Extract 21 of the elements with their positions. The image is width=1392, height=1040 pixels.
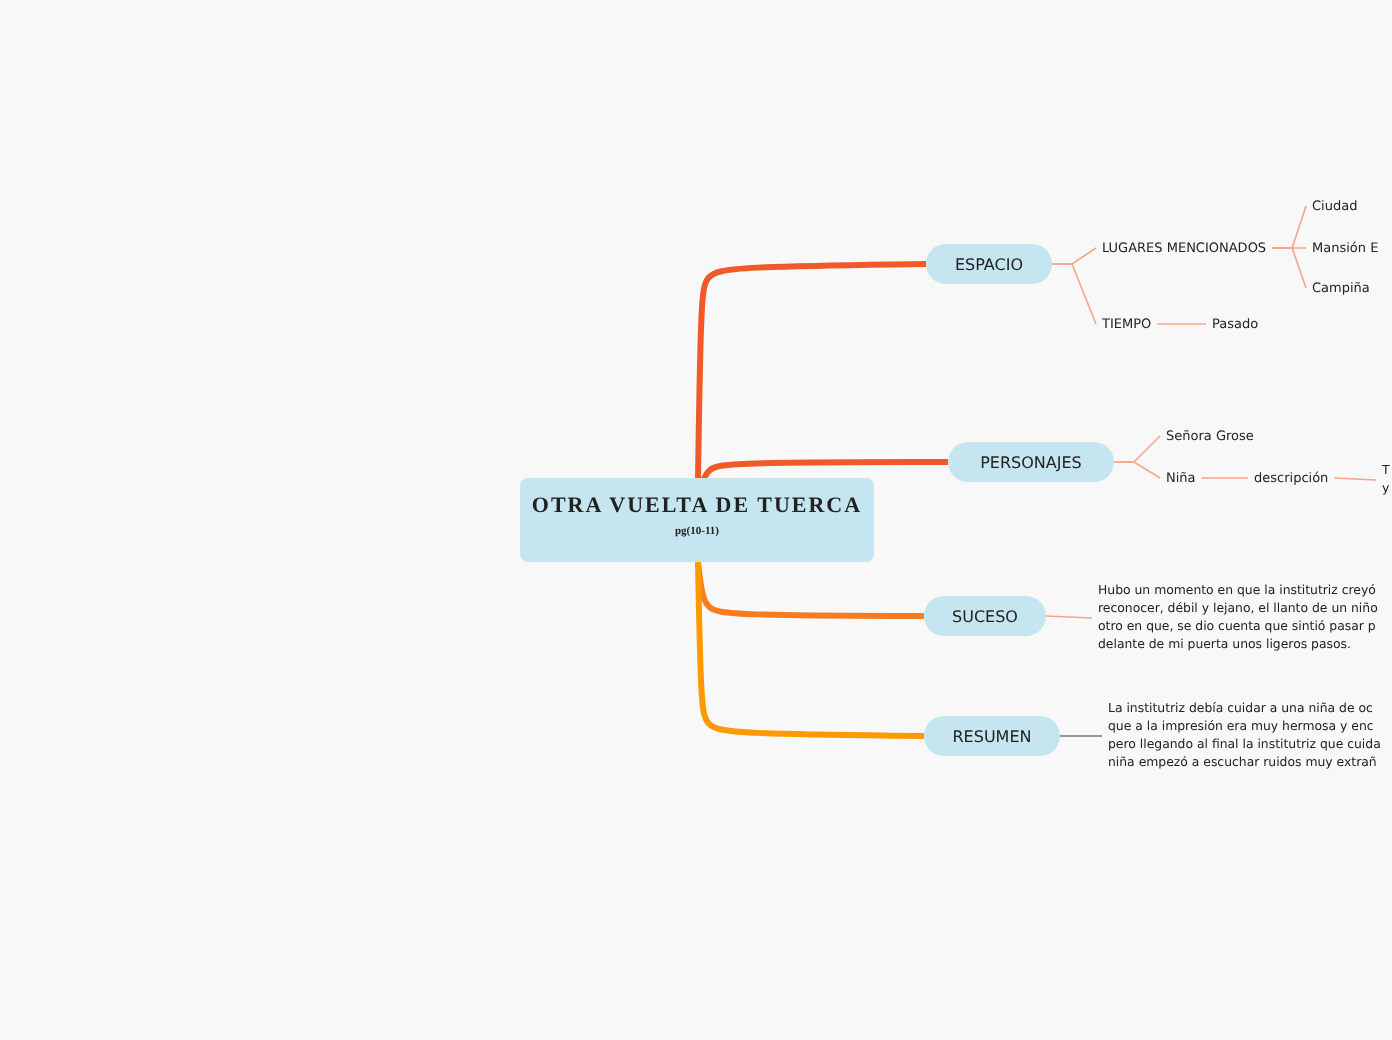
connector-line: [1051, 263, 1097, 325]
topic-title: OTRA VUELTA DE TUERCA: [529, 494, 865, 518]
topic-label: ESPACIO: [954, 255, 1024, 273]
connector-line: [695, 561, 924, 619]
connector-line: [1200, 477, 1249, 479]
central-topic-box: [520, 478, 874, 562]
connector-line: [695, 261, 927, 479]
topic-pill: [924, 596, 1046, 636]
topic-label: PERSONAJES: [980, 453, 1082, 471]
topic-pill: [924, 716, 1060, 756]
topic-label: SUCESO: [952, 607, 1018, 625]
connector-line: [1156, 323, 1207, 325]
topic-pill: [948, 442, 1114, 482]
connector-line: [1045, 615, 1093, 619]
connector-line: [1271, 247, 1307, 289]
connector-line: [1059, 735, 1103, 737]
topic-label: RESUMEN: [952, 727, 1032, 745]
connector-line: [695, 561, 925, 739]
connector-line: [1113, 461, 1161, 479]
connector-line: [1333, 477, 1377, 481]
topic-pill: [926, 244, 1052, 284]
